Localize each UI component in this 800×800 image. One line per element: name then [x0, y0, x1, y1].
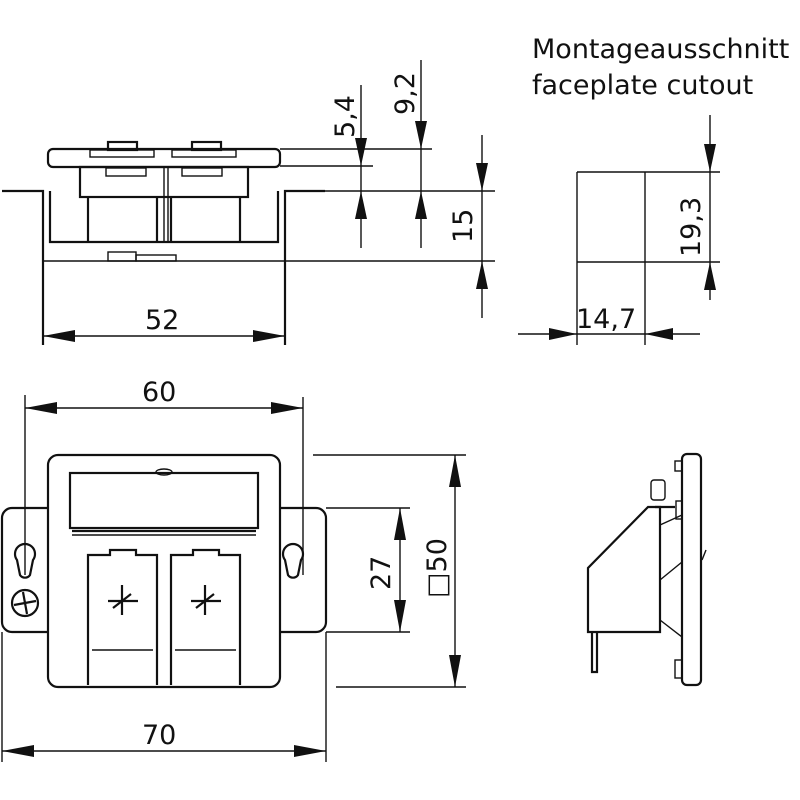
front-view: 60 70 27 □50: [0, 377, 466, 762]
side-view: [586, 452, 707, 687]
plug-symbol-icon: [191, 585, 221, 615]
cutout-title-en: faceplate cutout: [532, 70, 753, 101]
plug-symbol-icon: [108, 585, 138, 615]
cutout-view: 19,3 14,7: [518, 115, 720, 345]
dim-27: 27: [366, 556, 397, 590]
cutout-title-de: Montageausschnitt: [532, 34, 789, 65]
dim-19-3: 19,3: [676, 197, 707, 257]
dim-9-2: 9,2: [390, 72, 421, 115]
dim-15: 15: [448, 209, 479, 243]
screw-icon: [10, 588, 40, 618]
dim-52: 52: [145, 305, 179, 336]
dim-60: 60: [142, 377, 176, 408]
top-view: 5,4 9,2 15 52: [2, 60, 495, 345]
dim-50: □50: [422, 538, 453, 598]
dim-14-7: 14,7: [576, 304, 636, 335]
dim-5-4: 5,4: [330, 95, 361, 138]
dim-70: 70: [142, 720, 176, 751]
